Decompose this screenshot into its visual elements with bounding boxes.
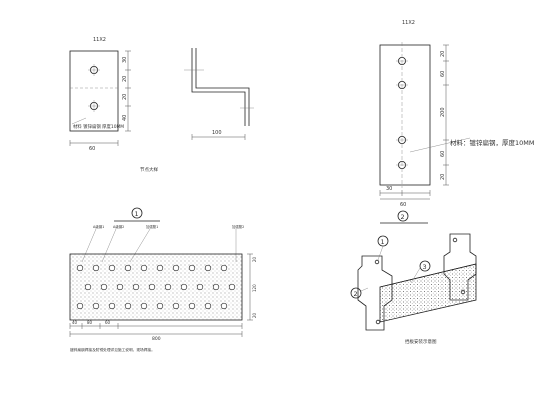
view-d-perforated-panel: 1 A级钢1 A级钢2 加强筋1 加强筋2 40 80 60 800 20 12…: [69, 207, 257, 352]
perforation-hole: [228, 283, 236, 291]
material-note: 材料 镀锌扁钢 厚度10MM: [73, 123, 124, 130]
dim-text: 20: [252, 256, 257, 262]
callout-number: 2: [401, 213, 405, 221]
perforation-hole: [124, 264, 132, 272]
material-note: 材料：镀锌扁钢，厚度10MM: [450, 138, 535, 147]
leader-line: [410, 267, 421, 284]
panel-top-edge: [379, 263, 477, 288]
dim-text: 60: [89, 146, 95, 152]
callout-number: 1: [135, 210, 139, 218]
leader-line: [360, 287, 369, 292]
perforation-hole: [92, 302, 100, 310]
callout-number: 2: [354, 290, 358, 298]
view-b-side-bracket: 100: [184, 48, 254, 140]
view-c-long-plate: 11X2 20 60 200 60 20 30 60 材料：镀锌扁钢，厚度10M…: [379, 20, 535, 224]
dim-text: 40: [122, 115, 128, 121]
perforation-hole: [204, 264, 212, 272]
perforation-hole: [108, 264, 116, 272]
left-bracket: [357, 255, 393, 331]
perforation-hole: [212, 283, 220, 291]
perforation-hole: [76, 264, 84, 272]
tag-label: A级钢1: [93, 224, 104, 229]
plate-outline: [379, 44, 431, 186]
perforation-hole: [188, 264, 196, 272]
perforation-hole: [172, 264, 180, 272]
callout-circle: [131, 207, 143, 219]
callout-circle: [397, 210, 409, 222]
dim-text: 20: [440, 174, 446, 180]
perforation-hole: [220, 302, 228, 310]
view-e-installation: 1 2 3 挡板安装示意图: [350, 233, 477, 345]
perforation-hole: [204, 302, 212, 310]
dim-text: 200: [440, 107, 446, 117]
tag-label: A级钢2: [113, 224, 124, 229]
perforation-hole: [124, 302, 132, 310]
perforation-hole: [140, 264, 148, 272]
view-a-front-plate: 11X2 30 20 20 40 60 材料 镀锌扁钢 厚度10MM 节点大样: [69, 37, 158, 173]
view-caption: 挡板安装示意图: [405, 338, 437, 345]
callout-circle: [350, 287, 362, 299]
view-c-label: 11X2: [402, 20, 415, 26]
leader-line: [409, 137, 471, 153]
perforation-hole: [100, 283, 108, 291]
tag-label: 加强筋1: [146, 224, 158, 229]
bracket-profile: [191, 48, 246, 126]
perforation-hole: [156, 264, 164, 272]
dim-text: 60: [400, 202, 406, 208]
callout-number: 1: [381, 238, 385, 246]
leader-line: [71, 117, 87, 125]
perforation-hole: [196, 283, 204, 291]
perforation-hole: [164, 283, 172, 291]
dim-text: 60: [105, 320, 111, 325]
callout-number: 3: [423, 263, 427, 271]
bolt-hole: [374, 259, 380, 265]
view-caption: 节点大样: [140, 166, 158, 173]
perforation-hole: [76, 302, 84, 310]
perforation-hole: [172, 302, 180, 310]
dim-text: 20: [122, 94, 128, 100]
plate-outline: [69, 50, 119, 132]
perforation-hole: [116, 283, 124, 291]
bracket-profile: [195, 48, 250, 126]
dim-text: 30: [122, 57, 128, 63]
perforation-hole: [156, 302, 164, 310]
leader-line: [377, 245, 384, 261]
bolt-hole: [452, 237, 458, 243]
dim-text: 60: [440, 71, 446, 77]
dim-text: 120: [252, 284, 257, 292]
dim-text: 20: [440, 51, 446, 57]
perforation-hole: [84, 283, 92, 291]
dim-text: 20: [122, 76, 128, 82]
dim-text: 40: [72, 320, 78, 325]
perforation-hole: [132, 283, 140, 291]
perforation-hole: [92, 264, 100, 272]
perforation-hole: [220, 264, 228, 272]
guard-panel: [379, 263, 477, 323]
dim-text: 30: [386, 186, 392, 192]
perforation-hole: [180, 283, 188, 291]
dim-text: 800: [152, 336, 161, 342]
hole-grid: [76, 264, 236, 310]
perforation-hole: [108, 302, 116, 310]
dim-text: 60: [440, 151, 446, 157]
dim-text: 20: [252, 312, 257, 318]
bolt-hole: [375, 319, 381, 325]
dim-text: 80: [87, 320, 93, 325]
perforation-hole: [148, 283, 156, 291]
tag-label: 加强筋2: [232, 224, 244, 229]
view-a-label: 11X2: [93, 37, 106, 43]
perforation-hole: [188, 302, 196, 310]
dim-text: 100: [212, 130, 222, 136]
perforation-hole: [140, 302, 148, 310]
panel-note: 镀锌扁钢焊接及防锈处理详见施工说明，现场焊接。: [70, 347, 155, 352]
callout-circle: [419, 260, 431, 272]
